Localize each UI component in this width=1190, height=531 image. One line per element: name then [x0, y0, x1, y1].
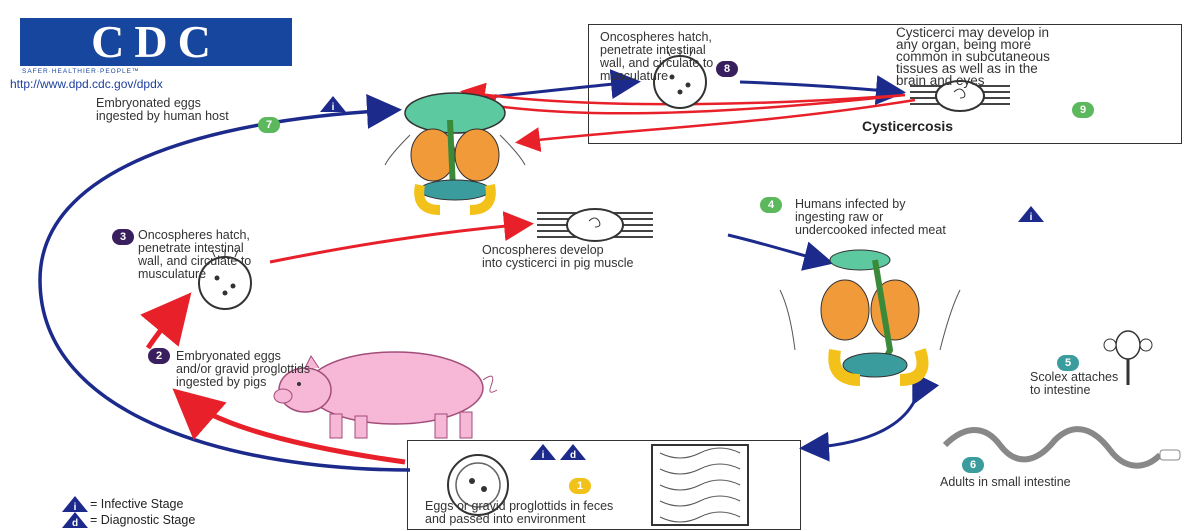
cysticerci-pig-muscle [537, 209, 653, 241]
step-1-text: Eggs or gravid proglottids in feces and … [425, 500, 613, 526]
step-9-badge: 9 [1072, 102, 1094, 118]
infective-stage-triangle: i [320, 96, 346, 112]
svg-text:i: i [74, 502, 77, 512]
infective-stage-triangle: i [1018, 206, 1044, 222]
step-8-badge: 8 [716, 61, 738, 77]
step-3-badge: 3 [112, 229, 134, 245]
step-5-text: Scolex attaches to intestine [1030, 371, 1118, 397]
arrow-host-to-oncosphere8 [480, 82, 635, 98]
cysticercosis-label: Cysticercosis [862, 118, 953, 134]
legend-diagnostic-icon: d [62, 512, 88, 528]
diagnostic-stage-triangle: d [560, 444, 586, 460]
human-figure-right [780, 250, 960, 380]
legend-infective-icon: i [62, 496, 88, 512]
step-9-text: Cysticerci may develop in any organ, bei… [896, 27, 1050, 87]
arrow-pig-to-oncosphere [148, 300, 185, 348]
step-4-text: Humans infected by ingesting raw or unde… [795, 198, 946, 237]
svg-text:d: d [72, 518, 78, 528]
step-2-badge: 2 [148, 348, 170, 364]
arrow-human-to-feces [805, 400, 915, 448]
legend-diagnostic-label: = Diagnostic Stage [90, 513, 195, 527]
arrow-muscle-to-human [728, 235, 828, 262]
human-host-figure [385, 93, 525, 210]
step-7-text: Embryonated eggs ingested by human host [96, 97, 229, 123]
svg-text:i: i [1030, 212, 1033, 222]
arrow-oncosphere8-to-cyst [740, 82, 900, 92]
svg-text:i: i [542, 450, 545, 460]
step-4-badge: 4 [760, 197, 782, 213]
step-1-badge: 1 [569, 478, 591, 494]
step-6-badge: 6 [962, 457, 984, 473]
step-5-badge: 5 [1057, 355, 1079, 371]
svg-text:i: i [332, 102, 335, 112]
step-2-text: Embryonated eggs and/or gravid proglotti… [176, 350, 310, 389]
step-6-text: Adults in small intestine [940, 476, 1071, 489]
arrow-cyst-to-body [520, 100, 915, 142]
legend-infective-label: = Infective Stage [90, 497, 183, 511]
step-3-text: Oncospheres hatch, penetrate intestinal … [138, 229, 251, 281]
infective-stage-triangle: i [530, 444, 556, 460]
step-3b-text: Oncospheres develop into cysticerci in p… [482, 244, 633, 270]
svg-text:d: d [570, 450, 576, 460]
step-7-badge: 7 [258, 117, 280, 133]
proglottid-icon [652, 445, 748, 525]
step-8-text: Oncospheres hatch, penetrate intestinal … [600, 31, 713, 83]
